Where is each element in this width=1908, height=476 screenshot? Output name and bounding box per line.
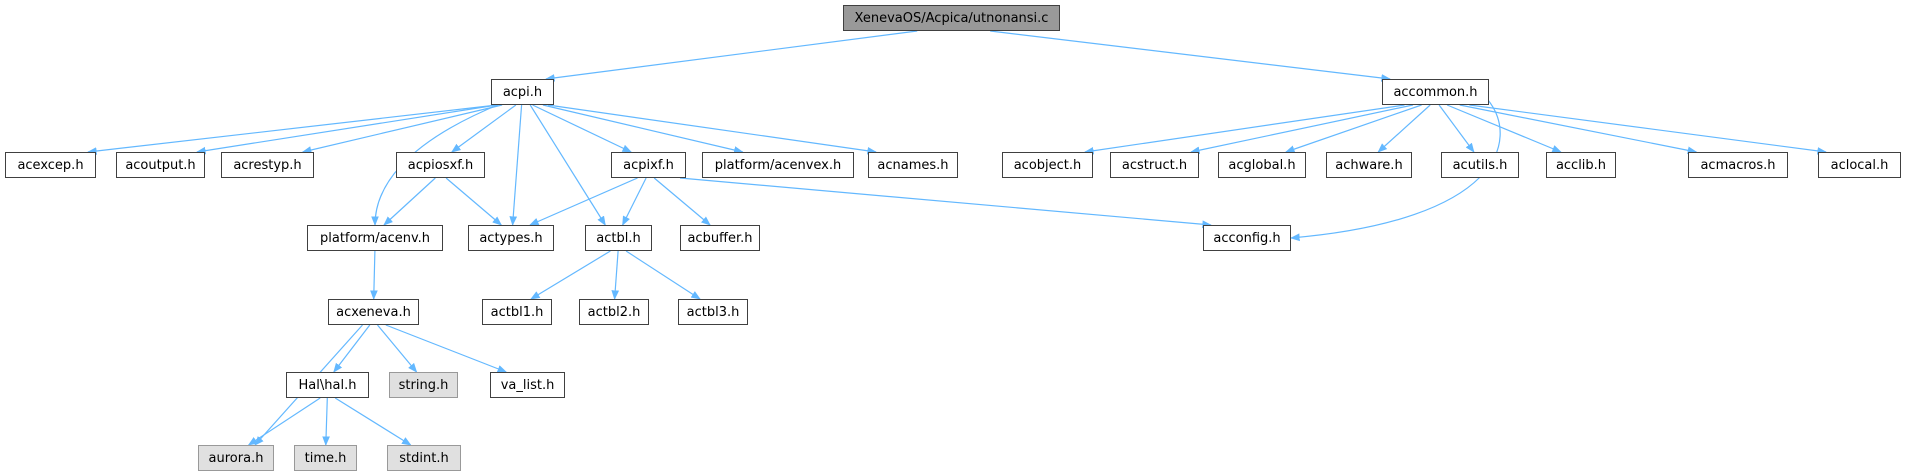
- node-acstruct-h[interactable]: acstruct.h: [1110, 152, 1199, 178]
- edge-acpixf-h-to-actbl-h: [622, 177, 647, 226]
- edge-acpi-h-to-actypes-h: [509, 104, 523, 226]
- edge-acpiosxf-h-to-platform-acenv-h: [383, 177, 436, 226]
- edge-accommon-h-to-acglobal-h: [1284, 104, 1422, 153]
- node-acpiosxf-h[interactable]: acpiosxf.h: [396, 152, 485, 178]
- node-acglobal-h[interactable]: acglobal.h: [1218, 152, 1306, 178]
- node-time-h: time.h: [294, 445, 357, 471]
- node-acoutput-h[interactable]: acoutput.h: [116, 152, 205, 178]
- node-acxeneva-h[interactable]: acxeneva.h: [328, 299, 419, 325]
- node-acobject-h[interactable]: acobject.h: [1002, 152, 1093, 178]
- edge-root-to-accommon-h: [990, 30, 1391, 82]
- edge-acxeneva-h-to-va-list-h: [385, 324, 508, 373]
- edge-acpi-h-to-acpixf-h: [532, 104, 632, 153]
- node-actbl3-h[interactable]: actbl3.h: [678, 299, 748, 325]
- node-actbl1-h[interactable]: actbl1.h: [482, 299, 552, 325]
- node-hal-hal-h[interactable]: Hal\hal.h: [286, 372, 369, 398]
- node-acbuffer-h[interactable]: acbuffer.h: [680, 225, 760, 251]
- edge-accommon-h-to-achware-h: [1377, 104, 1431, 153]
- edge-acpixf-h-to-acbuffer-h: [653, 177, 711, 226]
- edge-hal-hal-h-to-stdint-h: [334, 397, 412, 446]
- node-acpi-h[interactable]: acpi.h: [491, 79, 554, 105]
- edge-acpi-h-to-acrestyp-h: [301, 104, 503, 154]
- node-stdint-h: stdint.h: [387, 445, 461, 471]
- node-root: XenevaOS/Acpica/utnonansi.c: [843, 5, 1060, 31]
- node-actbl2-h[interactable]: actbl2.h: [579, 299, 649, 325]
- node-acpixf-h[interactable]: acpixf.h: [611, 152, 686, 178]
- edge-actbl-h-to-actbl3-h: [625, 250, 701, 300]
- edge-acpi-h-to-acoutput-h: [196, 104, 498, 155]
- node-acnames-h[interactable]: acnames.h: [868, 152, 958, 178]
- node-aurora-h: aurora.h: [198, 445, 274, 471]
- node-acutils-h[interactable]: acutils.h: [1441, 152, 1519, 178]
- edge-actbl-h-to-actbl1-h: [530, 250, 611, 300]
- node-acclib-h[interactable]: acclib.h: [1546, 152, 1616, 178]
- edge-accommon-h-to-acstruct-h: [1190, 104, 1414, 154]
- edge-acxeneva-h-to-string-h: [377, 324, 418, 373]
- edge-accommon-h-to-aclocal-h: [1469, 104, 1827, 155]
- edge-acxeneva-h-to-hal-hal-h: [333, 324, 371, 373]
- node-acexcep-h[interactable]: acexcep.h: [5, 152, 96, 178]
- node-actypes-h[interactable]: actypes.h: [468, 225, 554, 251]
- edge-root-to-acpi-h: [545, 30, 918, 82]
- edge-hal-hal-h-to-time-h: [322, 397, 330, 446]
- node-actbl-h[interactable]: actbl.h: [585, 225, 652, 251]
- node-aclocal-h[interactable]: aclocal.h: [1818, 152, 1901, 178]
- node-acrestyp-h[interactable]: acrestyp.h: [221, 152, 314, 178]
- node-acmacros-h[interactable]: acmacros.h: [1688, 152, 1788, 178]
- edge-acpi-h-to-acexcep-h: [87, 104, 498, 155]
- edge-platform-acenv-h-to-acxeneva-h: [370, 250, 378, 300]
- edge-accommon-h-to-acobject-h: [1084, 104, 1405, 155]
- node-va-list-h[interactable]: va_list.h: [490, 372, 565, 398]
- edge-accommon-h-to-acutils-h: [1438, 104, 1475, 153]
- edge-acpixf-h-to-acconfig-h: [679, 177, 1212, 229]
- node-acconfig-h[interactable]: acconfig.h: [1203, 225, 1291, 251]
- node-platform-acenvex-h[interactable]: platform/acenvex.h: [702, 152, 854, 178]
- node-platform-acenv-h[interactable]: platform/acenv.h: [307, 225, 443, 251]
- edge-hal-hal-h-to-aurora-h: [247, 397, 321, 446]
- edge-accommon-h-to-acclib-h: [1446, 104, 1562, 153]
- edge-acpi-h-to-acnames-h: [547, 104, 877, 155]
- node-string-h: string.h: [389, 372, 458, 398]
- node-achware-h[interactable]: achware.h: [1326, 152, 1412, 178]
- node-accommon-h[interactable]: accommon.h: [1382, 79, 1489, 105]
- edge-acpi-h-to-actbl-h: [529, 104, 606, 226]
- edge-acpixf-h-to-actypes-h: [529, 177, 638, 226]
- edge-acpiosxf-h-to-actypes-h: [445, 177, 503, 226]
- edge-acpi-h-to-acpiosxf-h: [451, 104, 517, 153]
- edge-acpi-h-to-platform-acenvex-h: [542, 104, 744, 154]
- edge-actbl-h-to-actbl2-h: [611, 250, 620, 300]
- edge-accommon-h-to-acmacros-h: [1459, 104, 1698, 155]
